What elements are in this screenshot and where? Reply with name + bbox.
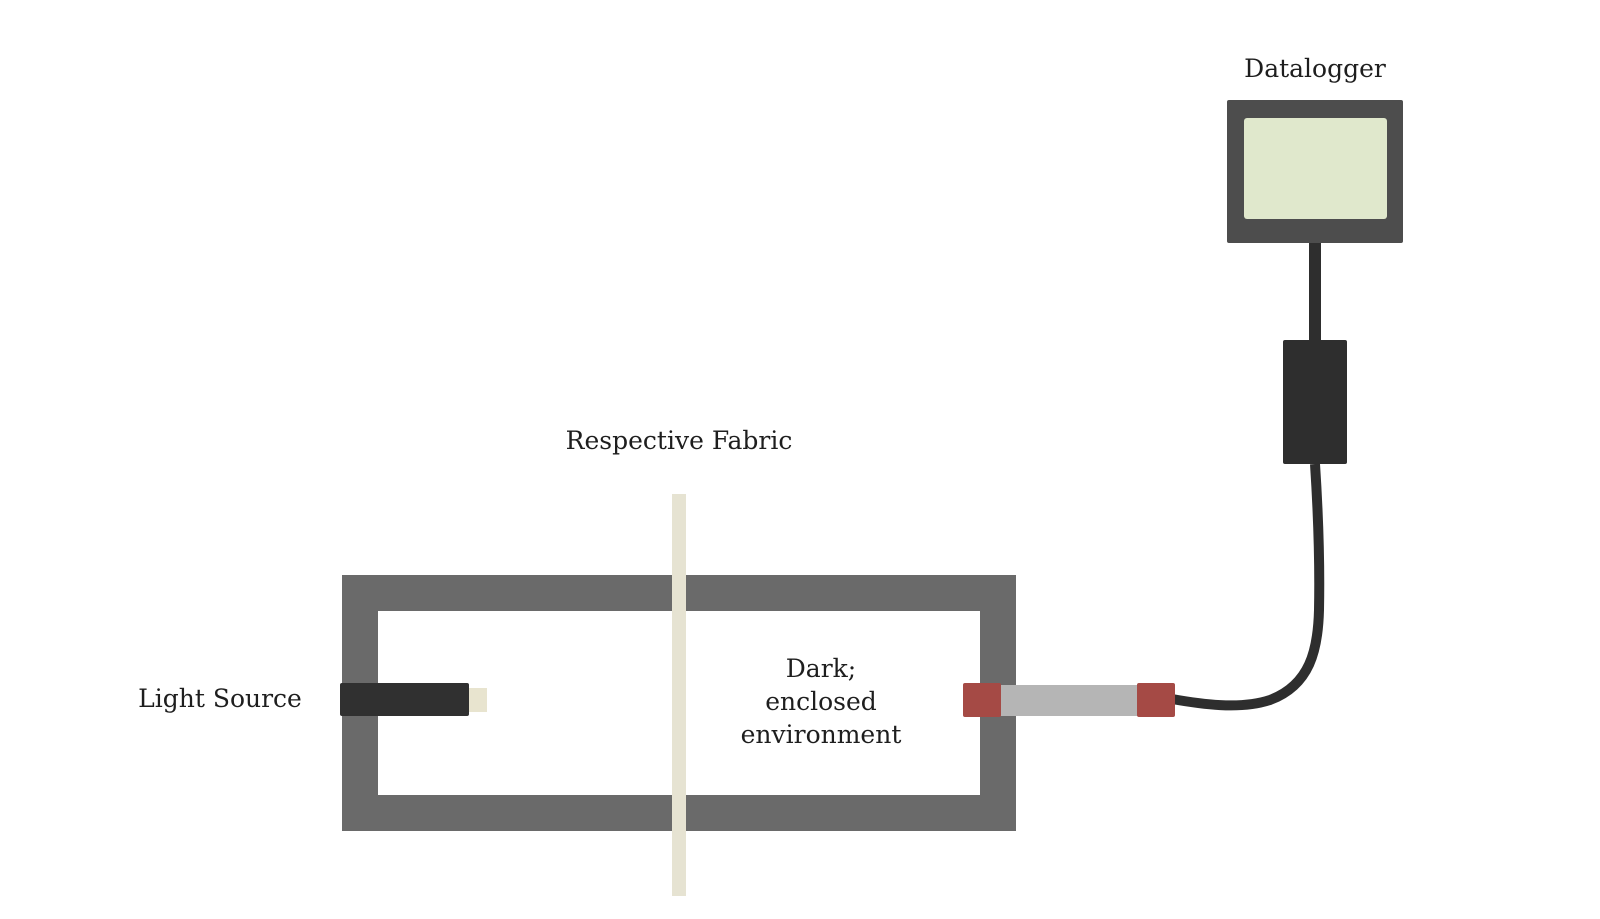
fabric-label: Respective Fabric: [565, 426, 793, 455]
datalogger-screen: [1244, 118, 1387, 219]
light-source-label: Light Source: [138, 684, 302, 713]
cable-adapter-block: [1283, 340, 1347, 464]
environment-label-line2: enclosed: [765, 687, 877, 716]
environment-label-line3: environment: [740, 720, 902, 749]
environment-label: Dark; enclosed environment: [741, 652, 902, 751]
sensor-cap-left: [963, 683, 1001, 717]
light-source-body: [340, 683, 469, 716]
light-source-tip: [469, 688, 487, 712]
fabric-strip: [672, 494, 686, 896]
datalogger-label: Datalogger: [1244, 54, 1386, 83]
sensor-cap-right: [1137, 683, 1175, 717]
sensor-cable: [1171, 463, 1325, 711]
environment-label-line1: Dark;: [785, 654, 857, 683]
sensor-body: [1000, 685, 1138, 716]
enclosure-box: [342, 575, 1016, 831]
